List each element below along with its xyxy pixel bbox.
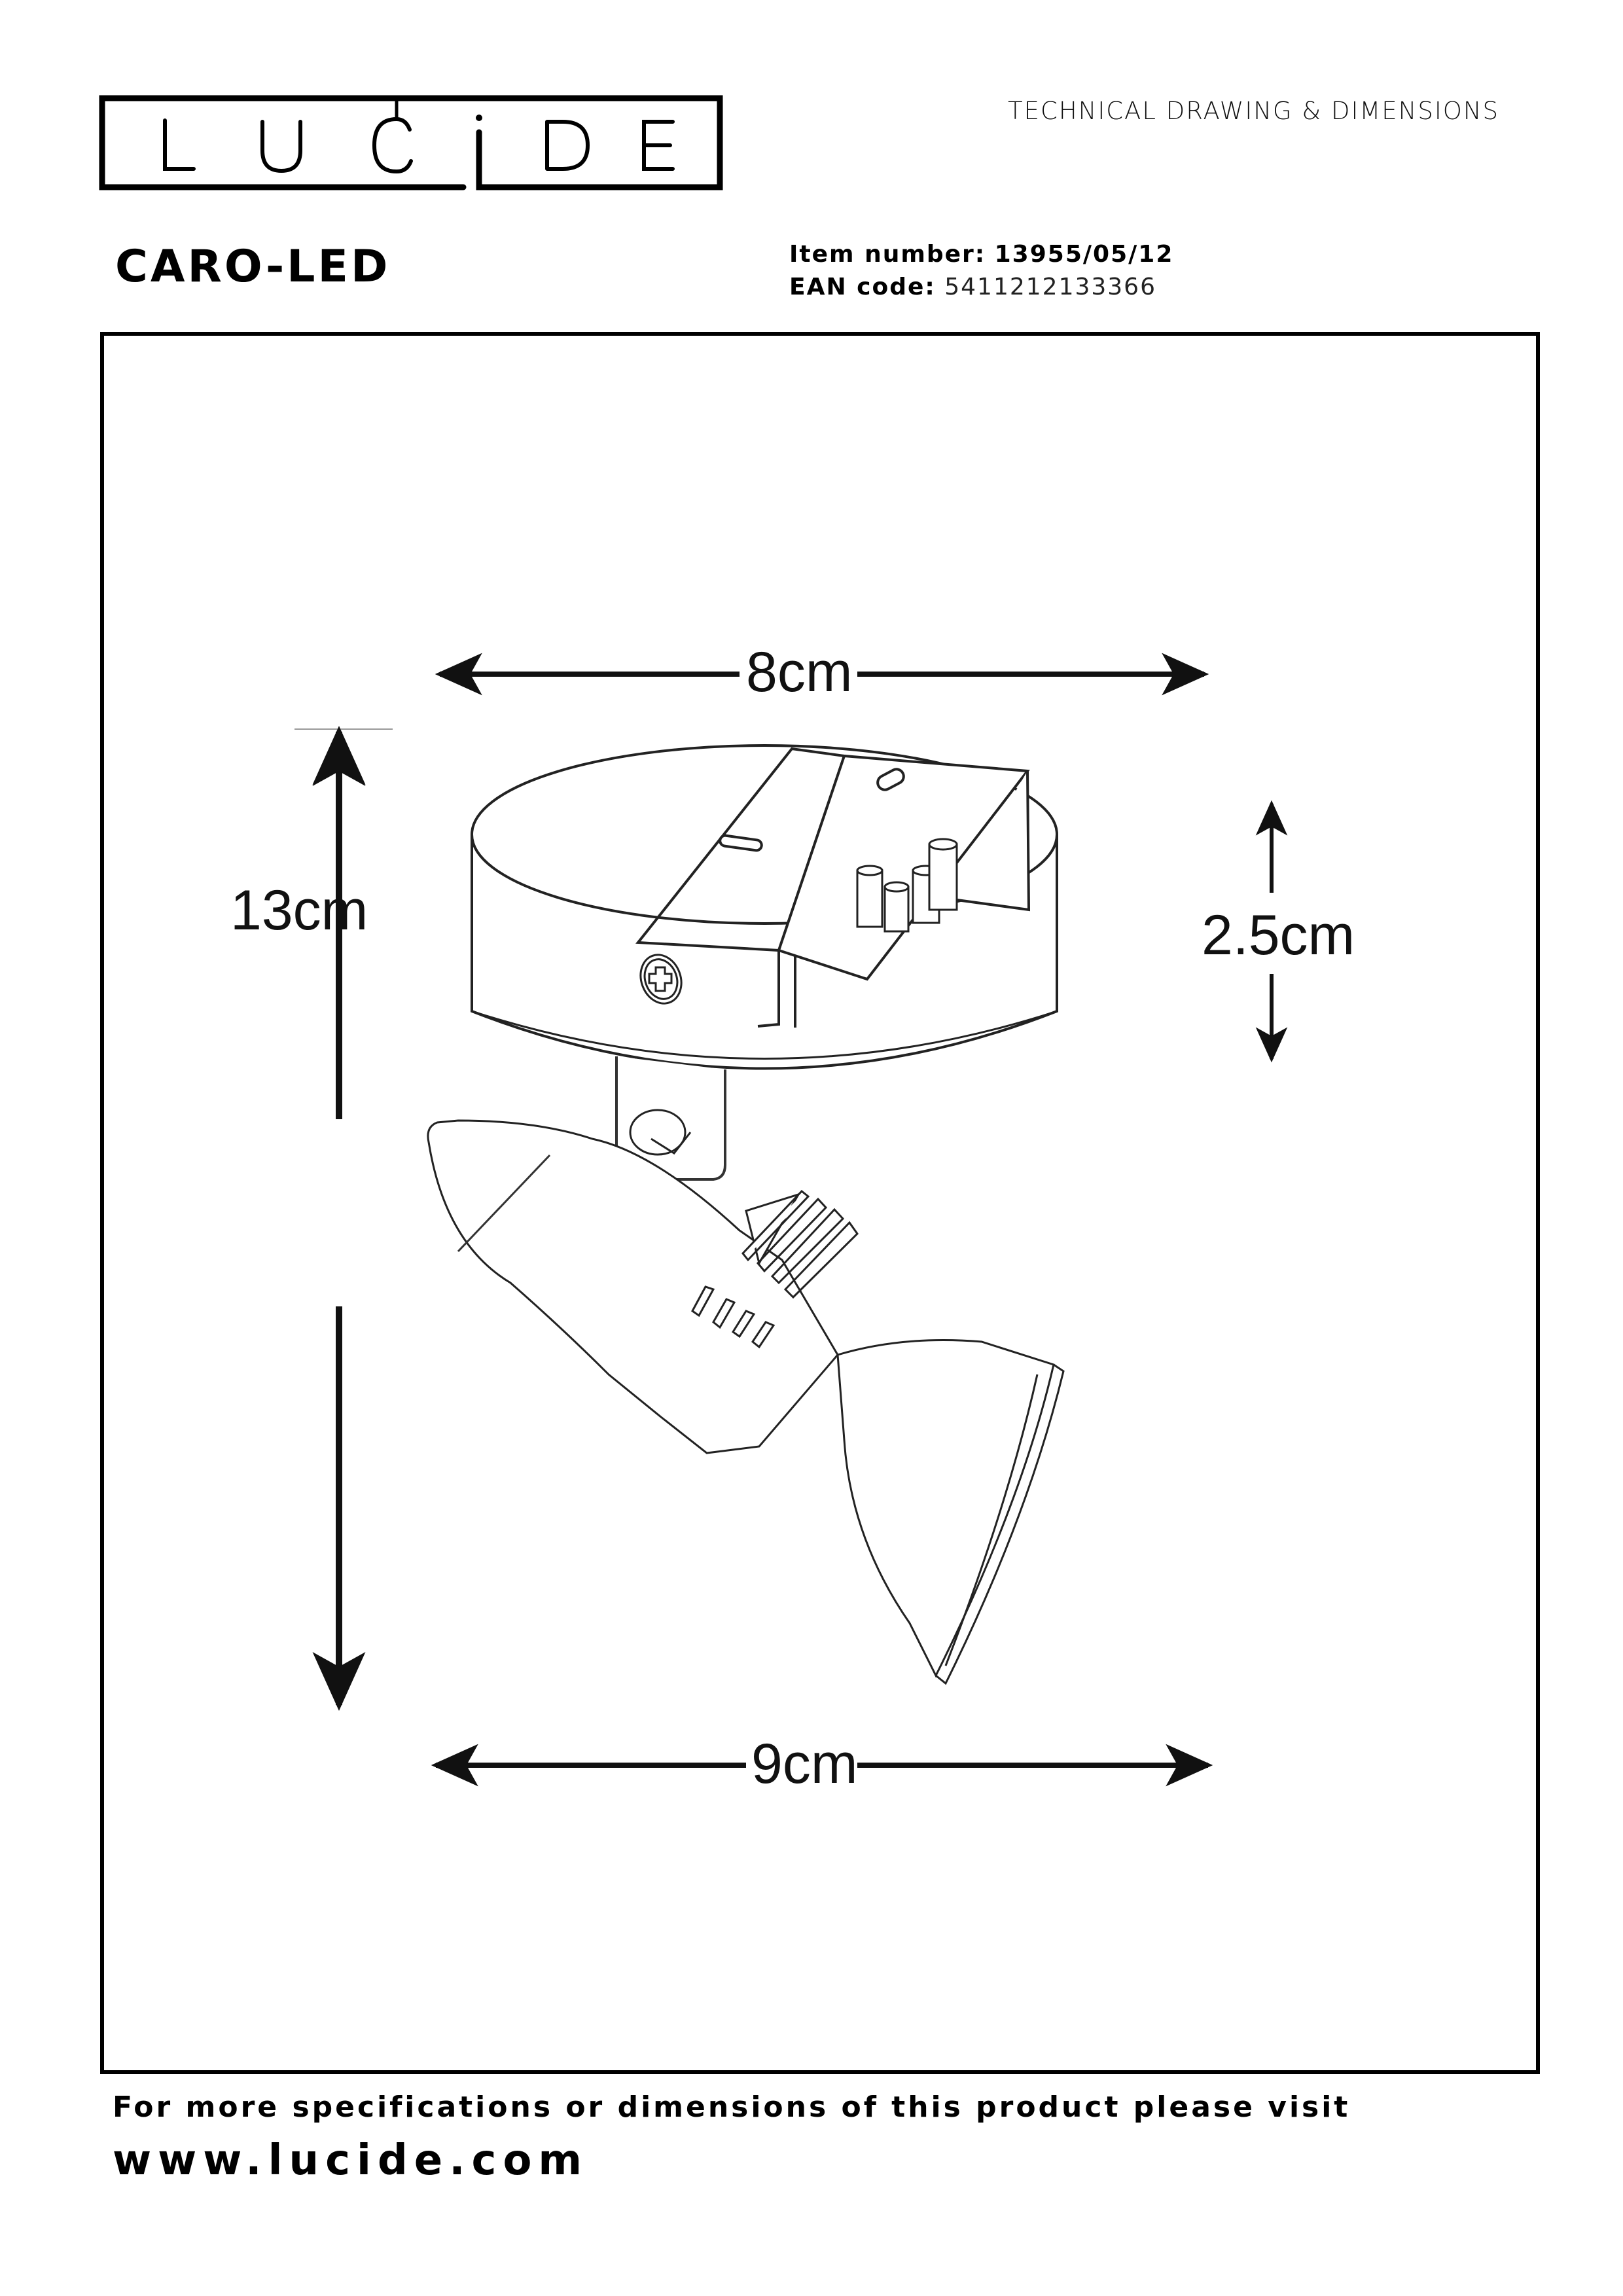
document-type-label: TECHNICAL DRAWING & DIMENSIONS xyxy=(1008,97,1500,125)
dimension-label-base-width: 8cm xyxy=(746,641,853,704)
ean-label: EAN code: xyxy=(789,274,936,300)
dimension-label-base-height: 2.5cm xyxy=(1202,904,1355,967)
website-link[interactable]: www.lucide.com xyxy=(113,2136,589,2185)
ean-row: EAN code: 5411212133366 xyxy=(789,271,1173,304)
product-meta: Item number: 13955/05/12 EAN code: 54112… xyxy=(789,238,1173,304)
item-number-label: Item number: xyxy=(789,241,986,268)
dimension-label-total-height: 13cm xyxy=(230,879,368,942)
item-number-row: Item number: 13955/05/12 xyxy=(789,238,1173,271)
lucide-logo xyxy=(99,95,723,190)
item-number-value: 13955/05/12 xyxy=(994,241,1174,268)
ean-value: 5411212133366 xyxy=(944,274,1156,300)
dimension-label-total-width: 9cm xyxy=(751,1732,858,1795)
product-name: CARO-LED xyxy=(115,241,391,293)
drawing-frame xyxy=(100,332,1540,2074)
footer-text: For more specifications or dimensions of… xyxy=(113,2090,1351,2124)
